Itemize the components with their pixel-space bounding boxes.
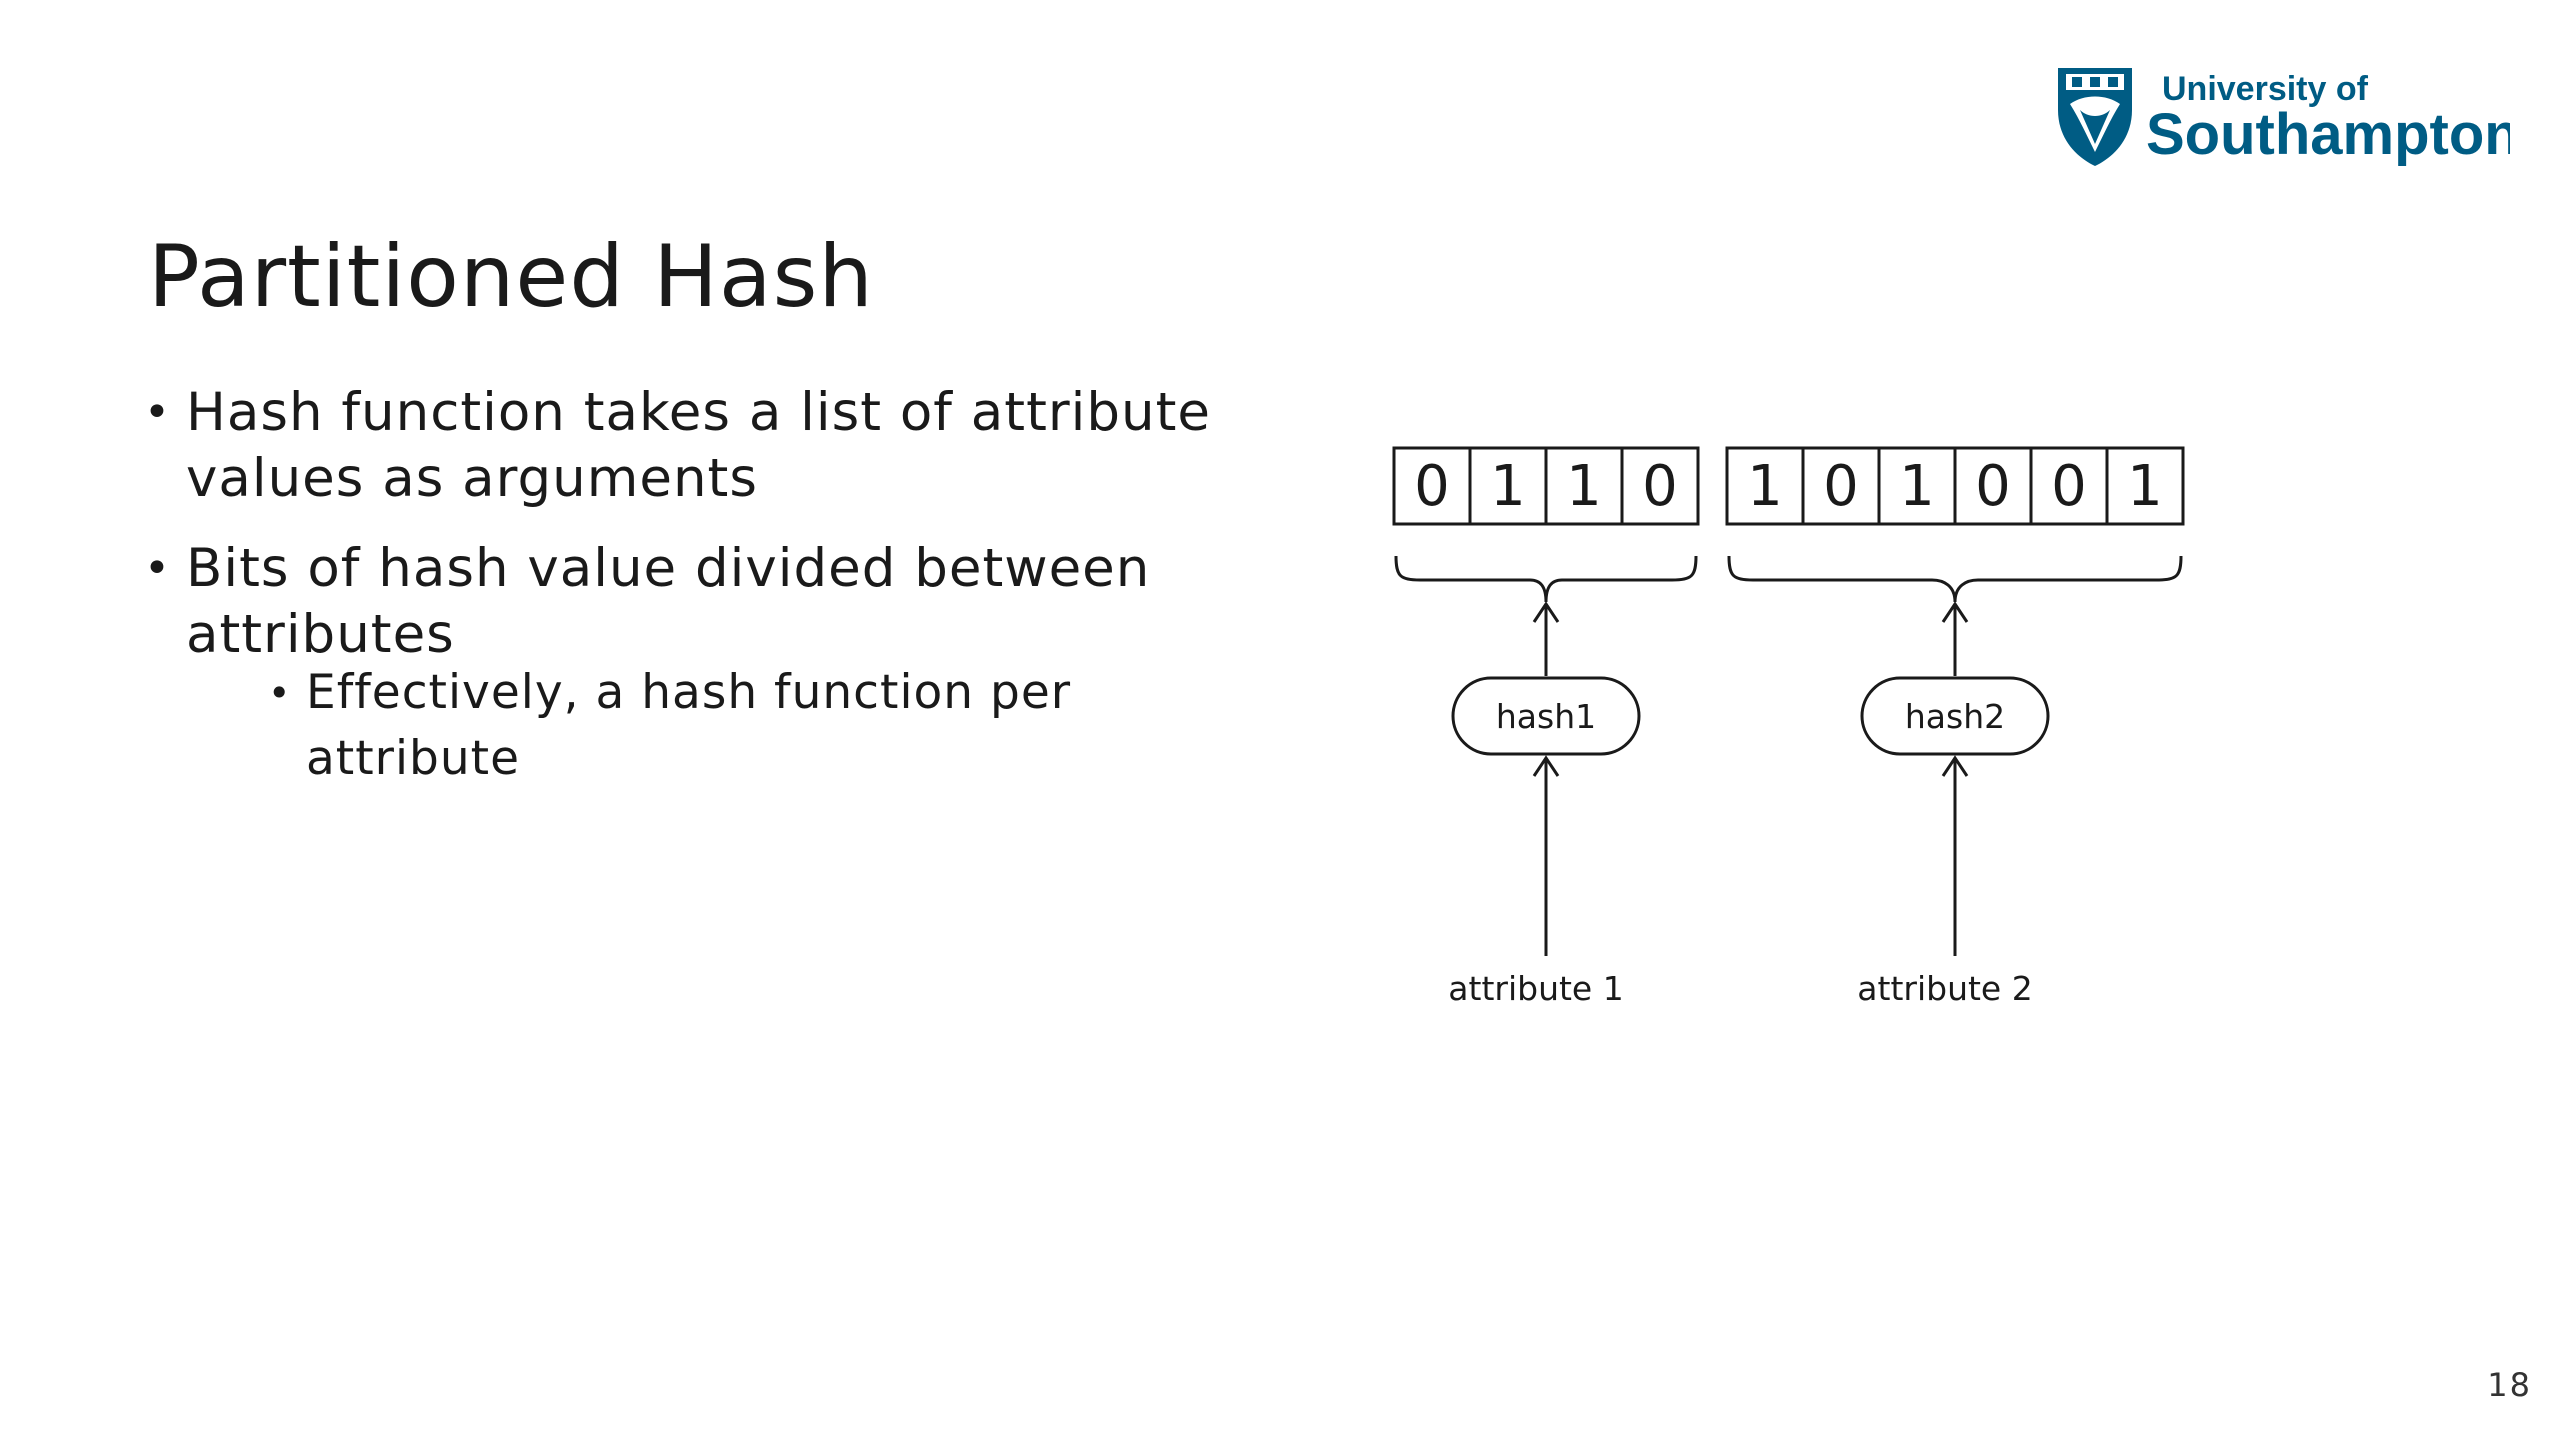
bullet-list: Hash function takes a list of attribute … xyxy=(140,380,1240,816)
university-logo: University of Southampton xyxy=(2050,60,2510,170)
bit-cell xyxy=(1725,446,1805,526)
brace-group2 xyxy=(1727,555,2183,603)
bit-cell xyxy=(1544,446,1624,526)
bit-value: 0 xyxy=(1414,454,1450,519)
bit-cell xyxy=(1620,446,1700,526)
arrowhead xyxy=(1941,601,1969,623)
bit-value: 0 xyxy=(1975,454,2011,519)
sub-bullet-effectively: Effectively, a hash function per attribu… xyxy=(186,660,1240,792)
sub-bullet-text: Effectively, a hash function per attribu… xyxy=(306,665,1072,786)
bit-cell xyxy=(1468,446,1548,526)
attribute2-label: attribute 2 xyxy=(1857,969,2032,1008)
bit-cell xyxy=(1392,446,1472,526)
bullet-bits-divided: Bits of hash value divided between attri… xyxy=(140,536,1240,792)
shield-crest-icon xyxy=(2058,68,2132,166)
sub-bullet-list: Effectively, a hash function per attribu… xyxy=(186,660,1240,792)
bit-cell xyxy=(1801,446,1881,526)
bit-value: 0 xyxy=(1823,454,1859,519)
logo-text-university: University of xyxy=(2162,70,2369,108)
hash1-label: hash1 xyxy=(1496,697,1596,736)
brace-group1 xyxy=(1394,555,1698,603)
bit-cell xyxy=(2029,446,2109,526)
logo-graphic: University of Southampton xyxy=(2058,68,2510,167)
arrowhead xyxy=(1532,755,1560,777)
bullet-text: Bits of hash value divided between attri… xyxy=(186,538,1151,665)
hash2-node xyxy=(1860,676,2050,756)
page-number: 18 xyxy=(2487,1366,2532,1404)
slide-title: Partitioned Hash xyxy=(148,227,874,327)
bullet-hash-function: Hash function takes a list of attribute … xyxy=(140,380,1240,512)
logo-text-southampton: Southampton xyxy=(2146,102,2510,167)
bullet-text: Hash function takes a list of attribute … xyxy=(186,382,1211,509)
bit-value: 1 xyxy=(1566,454,1602,519)
arrowhead xyxy=(1532,601,1560,623)
attribute1-label: attribute 1 xyxy=(1448,969,1623,1008)
arrowhead xyxy=(1941,755,1969,777)
bit-value: 0 xyxy=(2051,454,2087,519)
bit-value: 1 xyxy=(1747,454,1783,519)
bit-value: 0 xyxy=(1642,454,1678,519)
bit-cell xyxy=(2105,446,2185,526)
hash2-label: hash2 xyxy=(1905,697,2005,736)
bit-value: 1 xyxy=(1899,454,1935,519)
bit-value: 1 xyxy=(1490,454,1526,519)
hash1-node xyxy=(1451,676,1641,756)
bit-value: 1 xyxy=(2127,454,2163,519)
bit-cell xyxy=(1877,446,1957,526)
bit-cell xyxy=(1953,446,2033,526)
